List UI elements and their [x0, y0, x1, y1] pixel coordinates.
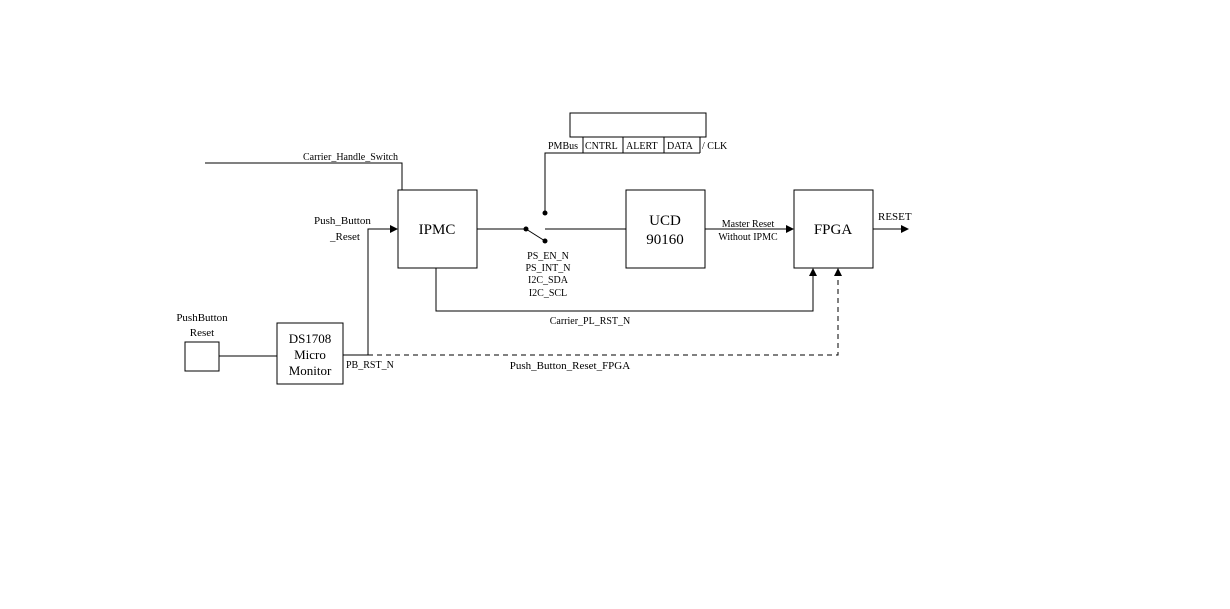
i2c-sda-label: I2C_SDA: [528, 275, 569, 286]
monitor-label-line3: Monitor: [289, 363, 332, 378]
pb-rst-n-to-ipmc-wire: [343, 225, 398, 356]
push-button-reset-fpga-wire: [368, 268, 842, 356]
pushbutton-label-line2: Reset: [190, 327, 214, 339]
pushbutton-label-line1: PushButton: [176, 312, 228, 324]
carrier-handle-switch-label: Carrier_Handle_Switch: [303, 152, 398, 163]
clk-label: / CLK: [702, 141, 728, 152]
data-label: DATA: [667, 141, 694, 152]
carrier-pl-rst-n-wire: [435, 268, 817, 312]
ps-en-n-label: PS_EN_N: [527, 251, 569, 262]
pmbus-connector-box: [569, 112, 707, 138]
ps-int-n-label: PS_INT_N: [525, 263, 570, 274]
reset-output-label: RESET: [878, 211, 912, 223]
ipmc-block: [397, 189, 478, 269]
push-button-reset-label-line2: _Reset: [329, 231, 360, 243]
monitor-label-line1: DS1708: [289, 331, 332, 346]
monitor-label-line2: Micro: [294, 347, 326, 362]
fpga-label: FPGA: [814, 222, 853, 238]
master-reset-label-line1: Master Reset: [722, 219, 775, 230]
ds1708-monitor-block: [276, 322, 344, 385]
ucd90160-block: [625, 189, 706, 269]
push-button-reset-label-line1: Push_Button: [314, 215, 371, 227]
pmbus-pin-separators: [582, 137, 701, 154]
pushbutton-switch-box: [184, 341, 220, 372]
master-reset-label-line2: Without IPMC: [718, 232, 778, 243]
ipmc-label: IPMC: [419, 222, 456, 238]
cntrl-label: CNTRL: [585, 141, 618, 152]
switch-to-pmbus-wire: [544, 152, 583, 213]
fpga-block: [793, 189, 874, 269]
carrier-handle-switch-wire: [205, 162, 403, 190]
i2c-scl-label: I2C_SCL: [529, 288, 567, 299]
switch-contact-lower: [542, 238, 548, 244]
push-button-reset-fpga-label: Push_Button_Reset_FPGA: [510, 360, 630, 372]
ucd-label-line1: UCD: [649, 213, 681, 229]
pmbus-label: PMBus: [548, 141, 578, 152]
pb-rst-n-label: PB_RST_N: [346, 360, 394, 371]
alert-label: ALERT: [626, 141, 658, 152]
ucd-label-line2: 90160: [646, 232, 684, 248]
switch-blade: [525, 228, 546, 242]
carrier-pl-rst-n-label: Carrier_PL_RST_N: [550, 316, 631, 327]
